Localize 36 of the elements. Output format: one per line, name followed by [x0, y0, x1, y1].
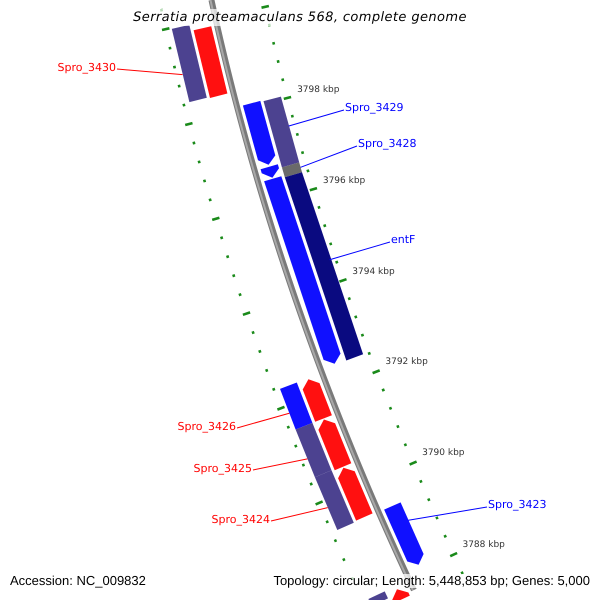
tick-label: 3796 kbp	[322, 176, 366, 187]
gene-feature	[194, 26, 228, 98]
gene-label: entF	[391, 233, 416, 246]
gene-feature	[172, 24, 207, 102]
gene-feature	[280, 382, 312, 430]
tick-label: 3790 kbp	[422, 448, 465, 460]
gene-feature	[242, 100, 276, 165]
leader-line	[236, 412, 290, 428]
tick-label: 3792 kbp	[385, 357, 428, 368]
gene-feature	[296, 422, 332, 478]
gene-label: Spro_3423	[488, 498, 546, 511]
leader-line	[252, 458, 308, 470]
leader-line	[408, 506, 488, 521]
tick-label: 3794 kbp	[352, 266, 395, 278]
gene-feature	[368, 591, 388, 600]
leader-line	[300, 146, 358, 168]
gene-feature	[314, 470, 354, 530]
leader-line	[116, 68, 183, 76]
gene-feature	[384, 502, 424, 565]
gene-label: Spro_3426	[178, 420, 236, 433]
gene-label: Spro_3425	[194, 462, 252, 475]
accession-text: Accession: NC_009832	[8, 574, 148, 588]
leader-line	[329, 242, 390, 260]
leader-line	[270, 507, 328, 522]
gene-feature	[318, 420, 352, 470]
gene-label: Spro_3424	[212, 513, 270, 526]
gene-feature	[338, 468, 373, 521]
gene-feature	[264, 96, 300, 168]
genome-stats-text: Topology: circular; Length: 5,448,853 bp; Genes: 5,000	[271, 574, 592, 588]
gene-label: Spro_3429	[345, 101, 404, 114]
leader-line	[288, 110, 344, 127]
gene-label: Spro_3428	[358, 137, 416, 150]
tick-label: 3798 kbp	[297, 84, 340, 96]
tick-label: 3788 kbp	[462, 540, 505, 550]
gene-feature	[302, 379, 332, 422]
gene-label: Spro_3430	[58, 61, 116, 74]
